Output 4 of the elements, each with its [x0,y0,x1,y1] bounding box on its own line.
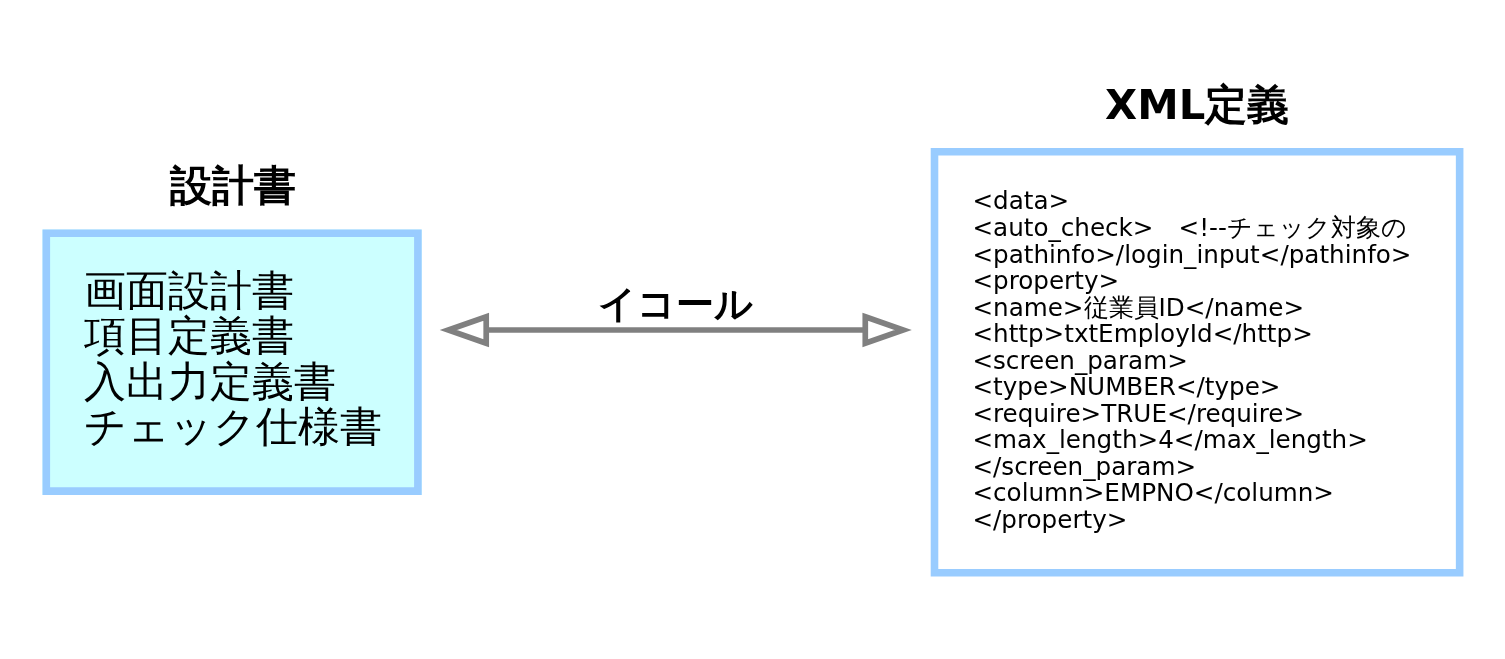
node-label: 設計書 [169,160,296,210]
edge-label: イコール [597,281,753,326]
arrow [439,312,912,347]
node-label: XML定義 [1105,79,1290,129]
